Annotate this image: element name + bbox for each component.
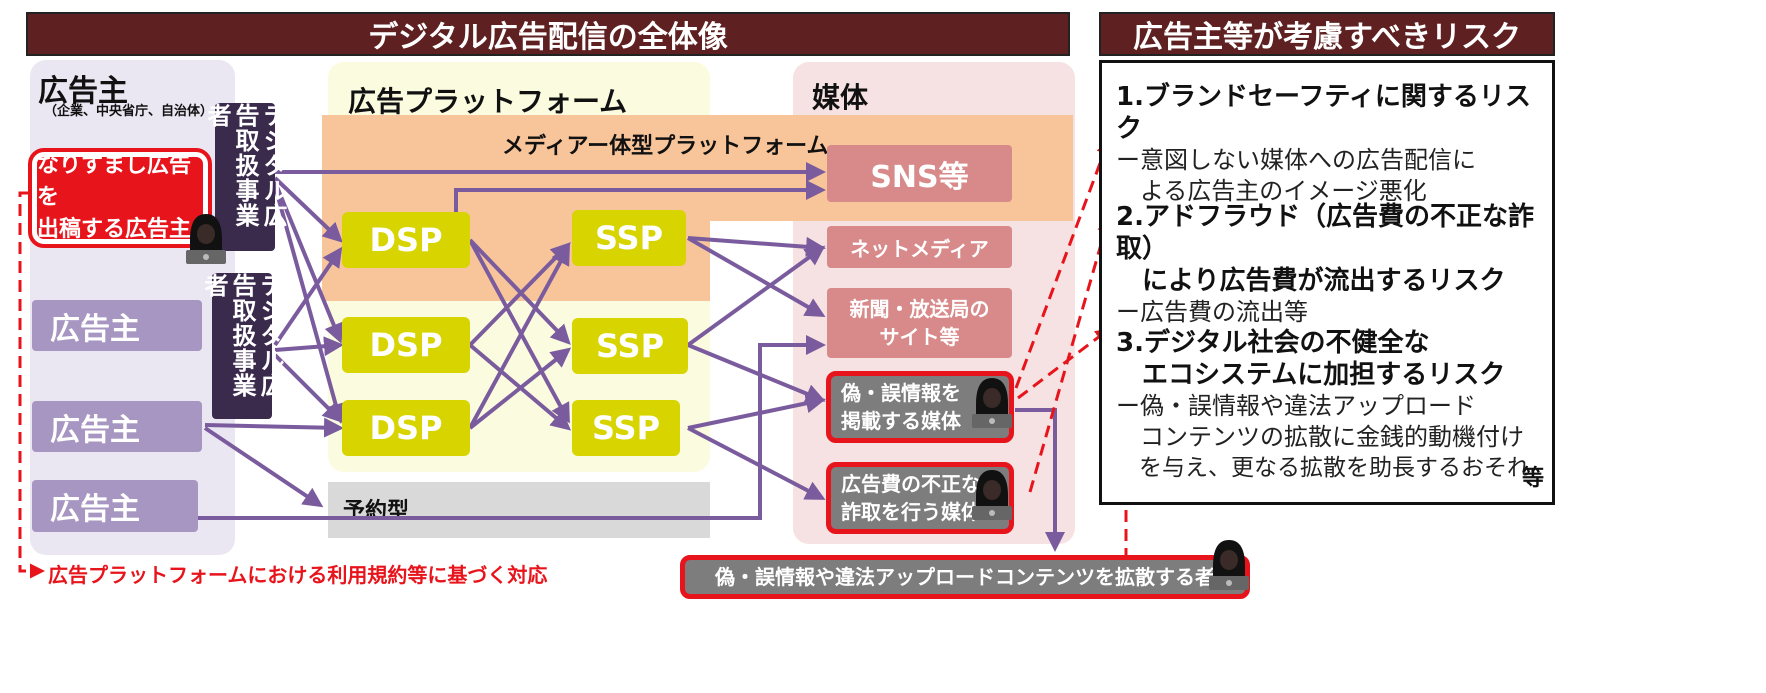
media-title: 媒体	[812, 81, 869, 114]
ssp-3: SSP	[572, 400, 680, 456]
media-news-line1: 新聞・放送局の	[849, 297, 990, 321]
integrated-platform-label: メディアー体型プラットフォーム	[502, 134, 829, 159]
footnote-link	[18, 191, 45, 579]
risk-3-desc-3: を与え、更なる拡散を助長するおそれ	[1116, 455, 1530, 481]
risk-3-desc-1: ー偽・誤情報や違法アップロード	[1116, 392, 1476, 420]
impersonation-line2: 出稿する広告主	[37, 217, 192, 242]
bad-media-misinfo-line1: 偽・誤情報を	[841, 381, 961, 405]
impersonation-line1: なりすまし広告を	[37, 153, 192, 210]
risk-3: 3.デジタル社会の不健全な エコシステムに加担するリスク ー偽・誤情報や違法アッ…	[1116, 327, 1556, 484]
risk-2-heading-2: により広告費が流出するリスク	[1116, 266, 1506, 296]
hacker-icon	[972, 470, 1012, 520]
dsp-1: DSP	[342, 212, 470, 268]
risk-header: 広告主等が考慮すべきリスク	[1099, 12, 1555, 56]
risk-2-desc-1: ー広告費の流出等	[1116, 298, 1308, 326]
bad-media-misinfo-line2: 掲載する媒体	[841, 409, 961, 433]
dealer-1: デジタル広告取扱事業者	[203, 103, 287, 251]
risk-3-heading-2: エコシステムに加担するリスク	[1116, 360, 1506, 390]
advertiser-subtitle: （企業、中央省庁、自治体）	[44, 104, 214, 119]
advertiser-1: 広告主	[32, 300, 202, 351]
risk-3-desc-2: コンテンツの拡散に金銭的動機付け	[1116, 423, 1524, 451]
risk-2: 2.アドフラウド（広告費の不正な詐取） により広告費が流出するリスク ー広告費の…	[1116, 201, 1556, 328]
platform-title: 広告プラットフォーム	[348, 85, 628, 118]
hacker-icon	[1209, 540, 1249, 590]
spreader-box: 偽・誤情報や違法アップロードコンテンツを拡散する者	[680, 555, 1250, 599]
risk-2-heading-1: 2.アドフラウド（広告費の不正な詐取）	[1116, 202, 1534, 264]
risk-3-heading-1: 3.デジタル社会の不健全な	[1116, 328, 1430, 358]
media-news: 新聞・放送局のサイト等	[827, 288, 1012, 358]
advertiser-3: 広告主	[32, 480, 198, 532]
hacker-icon	[186, 214, 226, 264]
reserved-band	[328, 482, 710, 538]
footnote: 広告プラットフォームにおける利用規約等に基づく対応	[48, 563, 548, 587]
diagram-header: デジタル広告配信の全体像	[26, 12, 1070, 56]
dsp-2: DSP	[342, 317, 470, 373]
ssp-1: SSP	[572, 210, 686, 266]
hacker-icon	[972, 378, 1012, 428]
advertiser-title: 広告主	[38, 74, 128, 109]
risk-1: 1.ブランドセーフティに関するリスク ー意図しない媒体への広告配信に よる広告主…	[1116, 81, 1552, 207]
dealer-2: デジタル広告取扱事業者	[200, 273, 284, 419]
bad-media-fraud-line1: 広告費の不正な	[841, 472, 981, 496]
risk-1-desc-1: ー意図しない媒体への広告配信に	[1116, 146, 1476, 174]
media-net: ネットメディア	[827, 226, 1012, 268]
media-news-line2: サイト等	[879, 325, 960, 349]
risk-1-heading: 1.ブランドセーフティに関するリスク	[1116, 82, 1531, 144]
risk-tail: 等	[1521, 466, 1544, 491]
risk-panel: 1.ブランドセーフティに関するリスク ー意図しない媒体への広告配信に よる広告主…	[1099, 60, 1555, 505]
ssp-2: SSP	[572, 318, 688, 374]
impersonation-advertiser-box: なりすまし広告を 出稿する広告主	[28, 148, 212, 248]
media-sns: SNS等	[827, 145, 1012, 202]
bad-media-fraud-line2: 詐取を行う媒体	[841, 500, 981, 524]
risk-1-desc-2: よる広告主のイメージ悪化	[1116, 177, 1427, 205]
dsp-3: DSP	[342, 400, 470, 456]
advertiser-2: 広告主	[32, 401, 202, 452]
